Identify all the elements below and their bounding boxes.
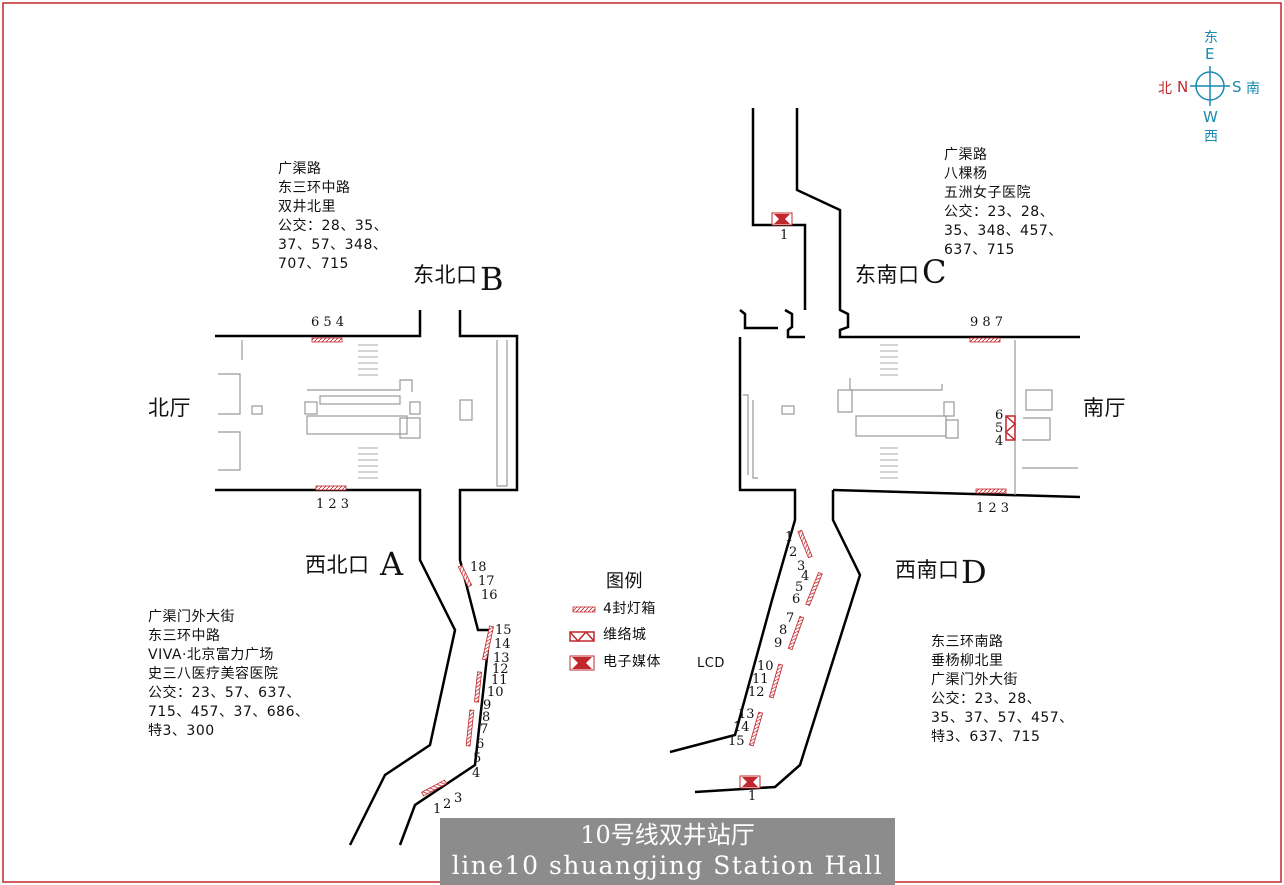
exit-c-info: 广渠路 八棵杨 五洲女子医院 公交：23、28、 35、348、457、 637… [944, 147, 1063, 258]
compass-rose [1190, 66, 1230, 106]
compass-n: N [1177, 78, 1189, 96]
exit-d-num: 7 [786, 611, 795, 626]
compass-n-cn: 北 [1158, 81, 1172, 97]
exit-c-name: 东南口 [855, 263, 920, 287]
compass-s: S [1232, 78, 1242, 96]
exit-d-num: 4 [801, 569, 810, 584]
exit-d-num: 3 [797, 559, 806, 574]
exit-d-num: 14 [733, 720, 750, 735]
exit-a-num: 16 [481, 588, 498, 603]
exit-a-num: 17 [478, 574, 495, 589]
exit-d-name: 西南口 [895, 558, 960, 582]
north-hall-stripes [358, 344, 378, 479]
exit-a-num: 8 [482, 710, 491, 725]
exit-a-num: 15 [495, 623, 512, 638]
weiluo-marks [569, 415, 1017, 643]
exit-a-num: 6 [476, 737, 485, 752]
compass-w: W [1203, 108, 1218, 126]
exit-a-num: 3 [454, 791, 463, 806]
exit-d-num: 12 [748, 685, 765, 700]
south-side-num: 5 [995, 421, 1004, 436]
exit-d-info: 东三环南路 垂杨柳北里 广渠门外大街 公交：23、28、 35、37、57、45… [931, 634, 1074, 745]
title-cn: 10号线双井站厅 [580, 821, 755, 849]
exit-a-num: 1 [433, 802, 442, 817]
exit-d-num: 6 [792, 592, 801, 607]
legend-weiluo: 维络城 [603, 627, 647, 643]
title-en: line10 shuangjing Station Hall [451, 851, 884, 880]
exit-a-num: 2 [443, 797, 452, 812]
exit-a-num: 4 [472, 766, 481, 781]
south-hall-top-numbers: 9 8 7 [970, 315, 1004, 330]
compass-e: E [1205, 45, 1215, 63]
exit-d-num: 10 [757, 659, 774, 674]
north-hall-label: 北厅 [148, 396, 191, 420]
south-hall-bottom-numbers: 1 2 3 [976, 501, 1010, 516]
exit-d-num: 5 [795, 580, 804, 595]
exit-d-num: 15 [728, 734, 745, 749]
exit-a-num: 14 [494, 637, 511, 652]
exit-a-info: 广渠门外大街 东三环中路 VIVA·北京富力广场 史三八医疗美容医院 公交：23… [148, 609, 310, 739]
exit-d-num: 13 [738, 707, 755, 722]
north-hall-bottom-numbers: 1 2 3 [316, 497, 350, 512]
exit-b-name: 东北口 [413, 263, 478, 287]
exit-a-num: 12 [492, 662, 509, 677]
exit-a-name: 西北口 [305, 553, 370, 577]
south-hall-label: 南厅 [1083, 396, 1126, 420]
exit-b-letter: B [480, 260, 505, 298]
exit-d-lcd-num: 1 [748, 789, 757, 804]
exit-a-num: 9 [483, 698, 492, 713]
exit-b-info: 广渠路 东三环中路 双井北里 公交：28、35、 37、57、348、 707、… [278, 161, 389, 272]
exit-d-num: 8 [779, 623, 788, 638]
exit-a-num: 7 [480, 722, 489, 737]
south-hall-stripes [880, 344, 898, 479]
lcd-markers [569, 212, 793, 789]
lightboxes [311, 337, 1007, 797]
exit-d-num: 9 [774, 636, 783, 651]
north-hall-top-numbers: 6 5 4 [311, 315, 345, 330]
exit-d-letter: D [961, 553, 988, 591]
south-side-num: 6 [995, 408, 1004, 423]
compass-w-cn: 西 [1204, 129, 1218, 145]
exit-a-num: 10 [487, 685, 504, 700]
exit-d-num: 11 [752, 672, 769, 687]
exit-c-lcd-num: 1 [780, 228, 789, 243]
legend-lcd-cn: 电子媒体 [603, 654, 661, 670]
exit-a-letter: A [380, 545, 404, 583]
exit-a-num: 11 [491, 673, 508, 688]
exit-c-letter: C [922, 253, 947, 291]
legend-lightbox: 4封灯箱 [603, 601, 656, 617]
exit-d-num: 1 [785, 530, 794, 545]
exit-a-num: 5 [473, 751, 482, 766]
exit-a-num: 18 [470, 560, 487, 575]
north-hall-walls [215, 310, 519, 846]
compass-e-cn: 东 [1204, 30, 1218, 46]
title-banner: 10号线双井站厅 line10 shuangjing Station Hall [440, 818, 895, 885]
legend-lcd: LCD [697, 656, 725, 671]
exit-a-num: 13 [493, 651, 510, 666]
south-side-num: 4 [995, 434, 1004, 449]
north-hall-interior [218, 340, 508, 487]
legend-title: 图例 [606, 571, 643, 592]
exit-d-num: 2 [789, 545, 798, 560]
south-hall-interior [743, 340, 1078, 495]
compass-s-cn: 南 [1246, 81, 1260, 97]
